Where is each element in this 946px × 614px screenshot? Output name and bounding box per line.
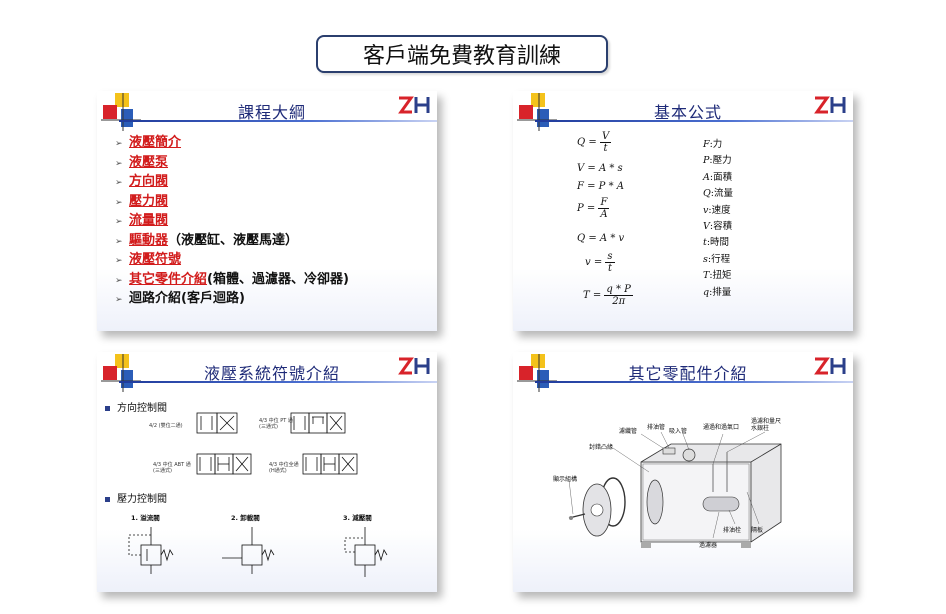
section-directional-valves: 方向控制閥 xyxy=(105,399,167,414)
arrow-bullet-icon: ➢ xyxy=(115,256,123,266)
definition-row: s:行程 xyxy=(703,253,731,265)
valve-caption: 4/3 中位全通 (H通式) xyxy=(269,462,299,474)
slide-corner-decoration xyxy=(101,93,141,131)
definition-row: q:排量 xyxy=(703,286,732,298)
list-item[interactable]: ➢ 液壓泵 xyxy=(115,154,349,174)
part-label: 封錯凸緣 xyxy=(589,444,614,451)
square-bullet-icon xyxy=(105,496,110,502)
slide-background xyxy=(97,122,437,331)
part-label: 隔板 xyxy=(751,527,764,534)
slide-corner-decoration xyxy=(517,354,557,392)
part-label: 通過和過氣口 xyxy=(703,424,740,431)
outline-link[interactable]: 液壓泵 xyxy=(129,154,169,170)
hydraulic-tank-illustration xyxy=(568,431,782,548)
part-label: 顯示組構 xyxy=(553,476,578,483)
zh-logo xyxy=(398,96,430,114)
definition-row: V:容積 xyxy=(703,221,733,233)
valve-symbols-diagram xyxy=(128,412,388,577)
page-title: 客戶端免費教育訓練 xyxy=(316,35,608,73)
pressure-valve-label: 1. 溢流閥 xyxy=(131,514,160,522)
pressure-valve-label: 3. 減壓閥 xyxy=(343,514,372,522)
list-item[interactable]: ➢ 壓力閥 xyxy=(115,193,349,213)
valve-caption: 4/2 (雙位二通) xyxy=(149,423,183,429)
pressure-valve-label: 2. 卸載閥 xyxy=(231,514,260,522)
slide-outline[interactable]: 課程大綱 ➢液壓簡介 ➢液壓泵 ➢方向閥 ➢壓力閥 ➢流量閥 ➢驅動器（液壓缸、… xyxy=(97,91,437,331)
list-item[interactable]: ➢ 液壓簡介 xyxy=(115,134,349,154)
outline-link[interactable]: 液壓簡介 xyxy=(129,135,182,150)
part-label: 排油管 xyxy=(647,424,666,431)
definition-row: P:壓力 xyxy=(703,155,732,167)
square-bullet-icon xyxy=(105,405,110,411)
valve-caption: 4/3 中位 PT 通 (三通式) xyxy=(259,418,293,430)
arrow-bullet-icon: ➢ xyxy=(115,139,123,149)
list-item[interactable]: ➢ 液壓符號 xyxy=(115,251,349,271)
slide-title: 課程大綱 xyxy=(237,103,306,122)
definition-row: A:面積 xyxy=(703,171,733,183)
outline-link[interactable]: 方向閥 xyxy=(129,174,169,189)
arrow-bullet-icon: ➢ xyxy=(115,178,123,188)
definition-row: Q:流量 xyxy=(703,188,733,200)
section-pressure-valves: 壓力控制閥 xyxy=(105,490,167,505)
zh-logo xyxy=(398,357,430,375)
slide-corner-decoration xyxy=(101,354,141,392)
list-item[interactable]: ➢ 流量閥 xyxy=(115,212,349,232)
part-label: 過濾和量尺水銀柱 xyxy=(751,418,782,432)
formula-flow-area: Q = A * v xyxy=(577,233,625,244)
definition-row: t:時間 xyxy=(703,237,730,249)
formula-force: F = P * A xyxy=(577,181,624,192)
arrow-bullet-icon: ➢ xyxy=(115,275,123,286)
arrow-bullet-icon: ➢ xyxy=(115,197,123,208)
slide-corner-decoration xyxy=(517,93,557,131)
slide-symbols[interactable]: 液壓系統符號介紹 方向控制閥 4/2 (雙位二通) 4/3 中位 PT 通 (三… xyxy=(97,352,437,592)
zh-logo xyxy=(814,96,846,114)
valve-caption: 4/3 中位 ABT 通 (三通式) xyxy=(153,462,191,474)
slide-title-rule xyxy=(535,120,853,122)
outline-link[interactable]: 壓力閥 xyxy=(129,193,169,209)
slide-title: 其它零配件介紹 xyxy=(628,364,748,383)
outline-link[interactable]: 流量閥 xyxy=(129,213,169,228)
part-label: 排油栓 xyxy=(723,527,742,534)
slide-title: 液壓系統符號介紹 xyxy=(203,364,340,383)
arrow-bullet-icon: ➢ xyxy=(115,158,123,169)
outline-list: ➢液壓簡介 ➢液壓泵 ➢方向閥 ➢壓力閥 ➢流量閥 ➢驅動器（液壓缸、液壓馬達）… xyxy=(115,134,349,310)
slide-title-rule xyxy=(535,381,853,383)
slide-title-rule xyxy=(119,381,437,383)
arrow-bullet-icon: ➢ xyxy=(115,236,123,247)
outline-link[interactable]: 其它零件介紹 xyxy=(129,271,208,287)
arrow-bullet-icon: ➢ xyxy=(115,217,123,227)
part-label: 濾纖管 xyxy=(619,428,638,435)
arrow-bullet-icon: ➢ xyxy=(115,295,123,305)
definition-row: T:扭矩 xyxy=(703,270,732,282)
list-item[interactable]: ➢ 方向閥 xyxy=(115,173,349,193)
list-item[interactable]: ➢其它零件介紹(箱體、過濾器、冷卻器) xyxy=(115,271,349,291)
definition-row: F:力 xyxy=(703,139,723,150)
outline-link[interactable]: 液壓符號 xyxy=(129,252,182,267)
part-label: 吸入管 xyxy=(669,428,688,435)
slide-background xyxy=(513,122,853,331)
outline-link[interactable]: 驅動器 xyxy=(129,232,169,248)
zh-logo xyxy=(814,357,846,375)
list-item[interactable]: ➢驅動器（液壓缸、液壓馬達） xyxy=(115,232,349,252)
slide-title: 基本公式 xyxy=(653,103,722,122)
slide-title-rule xyxy=(119,120,437,122)
symbol-definitions: F:力 P:壓力 A:面積 Q:流量 v:速度 V:容積 t:時間 s:行程 T… xyxy=(703,137,733,301)
slide-parts[interactable]: 其它零配件介紹 xyxy=(513,352,853,592)
formula-volume: V = A * s xyxy=(577,163,623,174)
definition-row: v:速度 xyxy=(703,204,731,216)
list-item[interactable]: ➢迴路介紹(客戶迴路) xyxy=(115,290,349,310)
part-label: 過濾器 xyxy=(699,542,718,549)
